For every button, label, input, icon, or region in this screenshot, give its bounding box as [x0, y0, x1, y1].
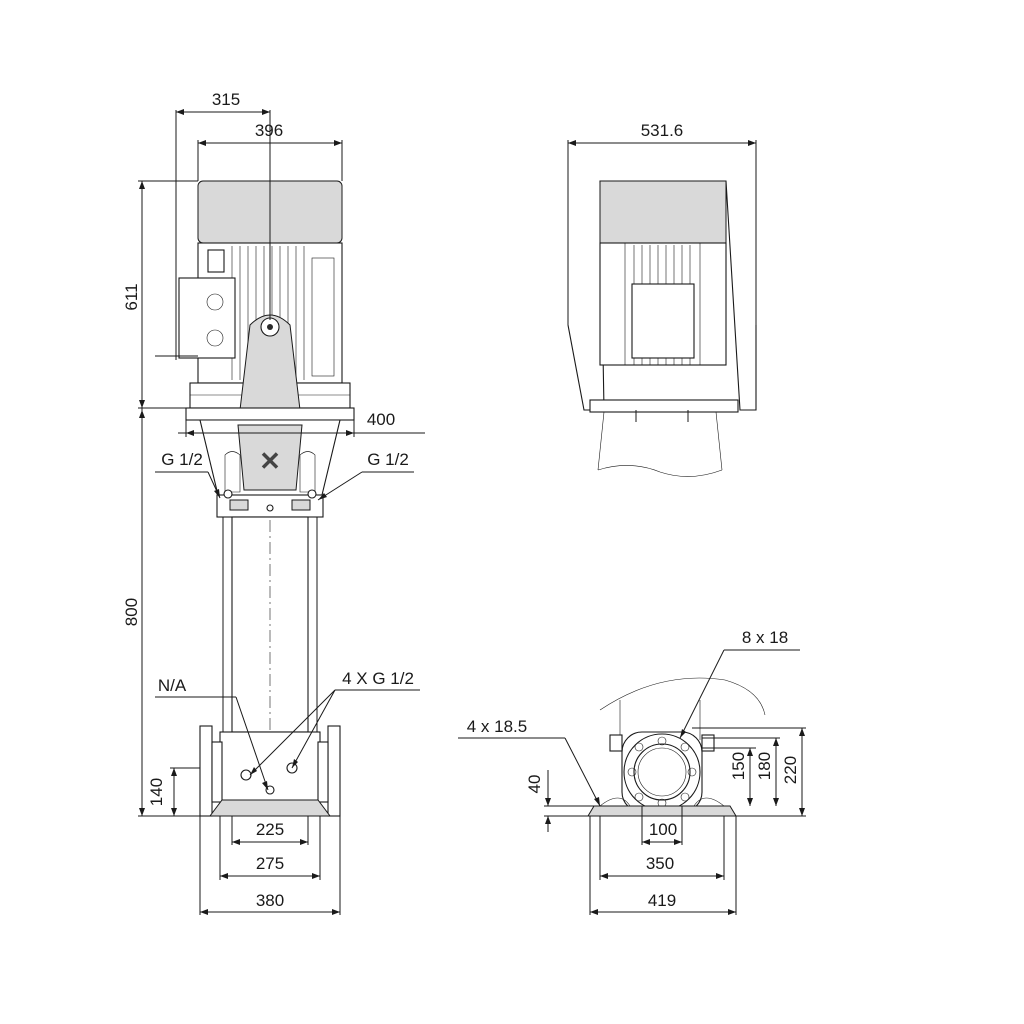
dim-220: 220: [781, 756, 800, 784]
lifting-eye: [239, 314, 301, 411]
na-label: N/A: [158, 676, 187, 695]
terminal-box: [178, 277, 236, 359]
dim-40: 40: [525, 775, 544, 794]
base-view-dimensions: 8 x 18 4 x 18.5 150 180 220 40: [458, 628, 806, 915]
dim-531-6: 531.6: [641, 121, 684, 140]
base-view: [587, 677, 766, 817]
motor-side-view: [567, 180, 757, 477]
dim-380: 380: [256, 891, 284, 910]
dim-396: 396: [255, 121, 283, 140]
inlet-flange: [199, 725, 213, 817]
port-left-label: G 1/2: [161, 450, 203, 469]
dim-350: 350: [646, 854, 674, 873]
dim-275: 275: [256, 854, 284, 873]
dim-419: 419: [648, 891, 676, 910]
drain-ports-label: 4 X G 1/2: [342, 669, 414, 688]
dim-315: 315: [212, 90, 240, 109]
pump-foot: [209, 799, 331, 817]
dim-611: 611: [122, 283, 141, 310]
front-view: ✕: [178, 180, 355, 817]
front-dimensions: 315 396 611 400 G 1/2 G 1/2: [122, 90, 425, 915]
side-view-dimensions: 531.6: [567, 121, 757, 325]
outlet-flange: [327, 725, 341, 817]
dim-140: 140: [147, 778, 166, 806]
base-feet: [587, 805, 737, 817]
dim-100: 100: [649, 820, 677, 839]
base-holes-label: 4 x 18.5: [467, 717, 528, 736]
dim-180: 180: [755, 752, 774, 780]
dim-400: 400: [367, 410, 395, 429]
port-right-label: G 1/2: [367, 450, 409, 469]
bolt-holes-label: 8 x 18: [742, 628, 788, 647]
dim-150: 150: [729, 752, 748, 780]
side-terminal-box: [631, 283, 695, 359]
pump-head-flange: [185, 407, 355, 421]
dim-225: 225: [256, 820, 284, 839]
svg-text:✕: ✕: [259, 446, 281, 476]
dim-800: 800: [122, 598, 141, 626]
